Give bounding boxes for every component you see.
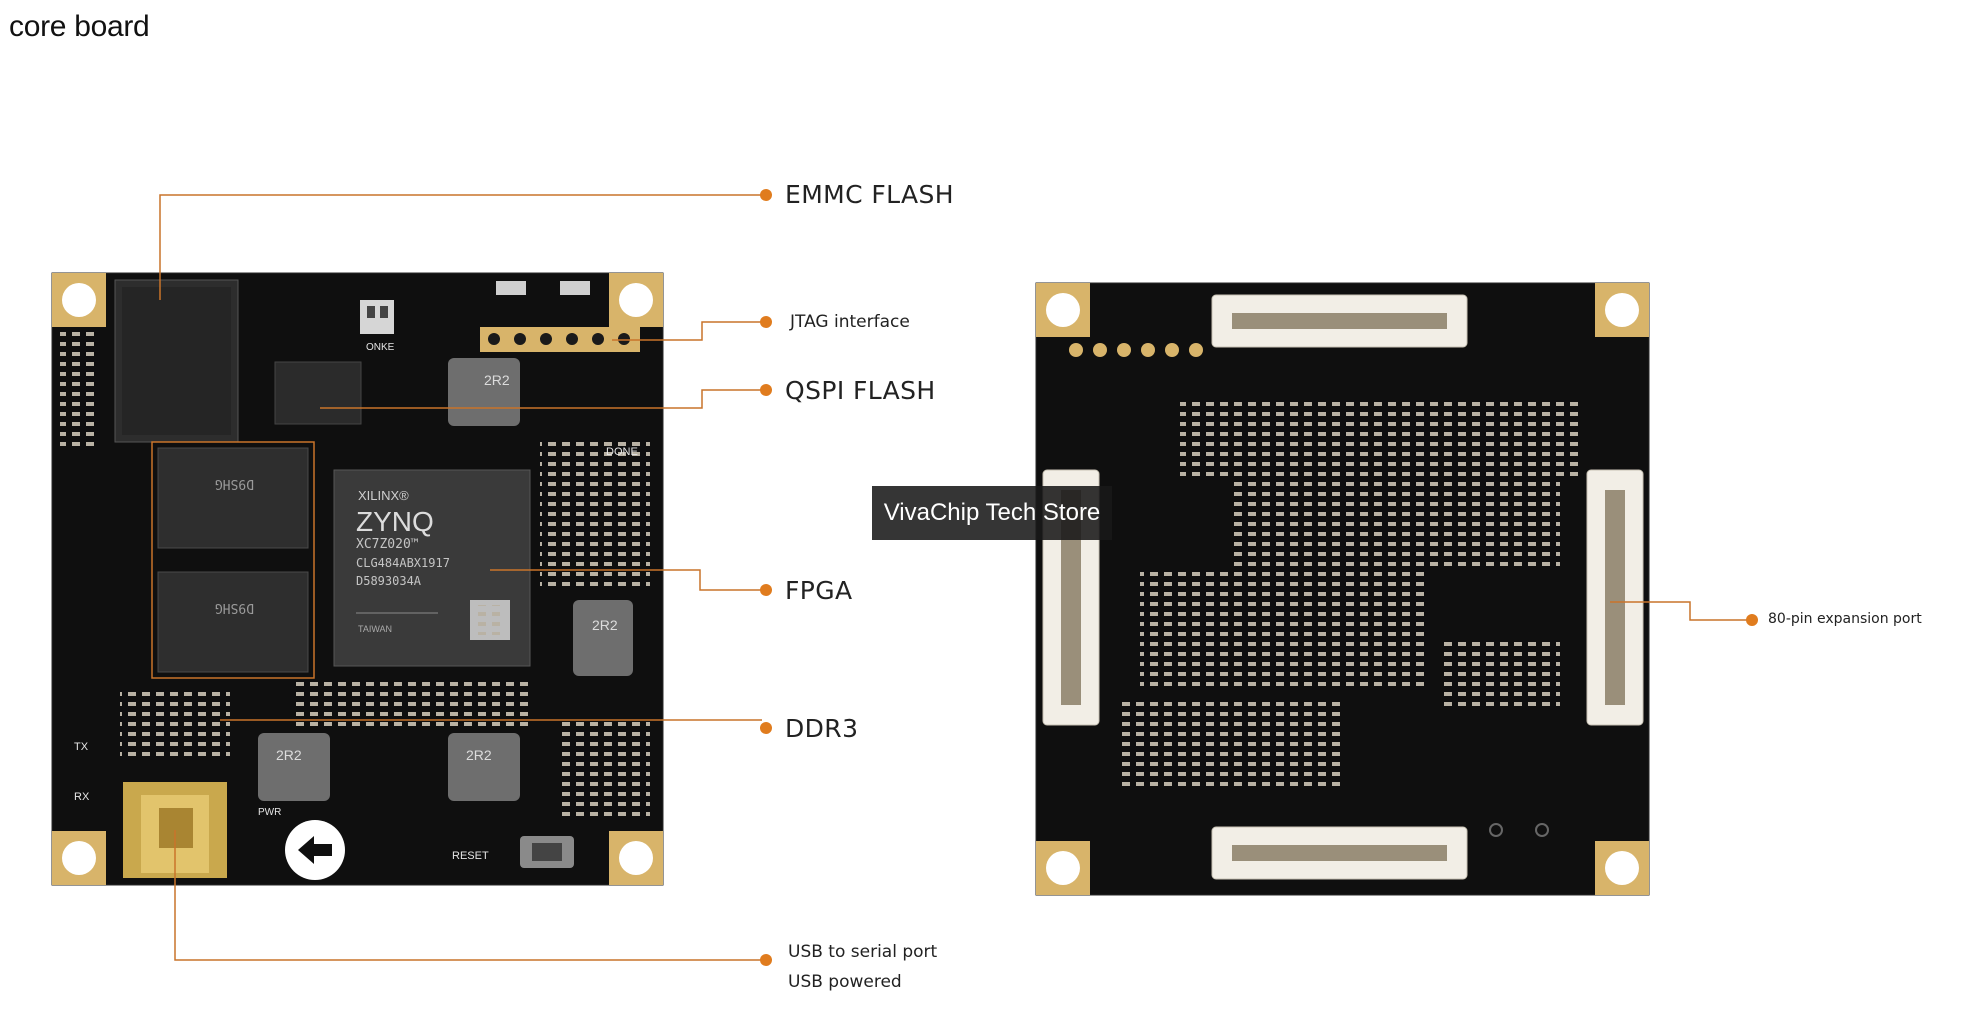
ddr3-chip-1 [157, 447, 309, 549]
callout-dots [760, 189, 1758, 966]
ddr3-marking: D9SHG [215, 600, 254, 615]
mounting-hole [52, 273, 663, 885]
ddr3-marking: D9SHG [215, 476, 254, 491]
inductor [258, 358, 633, 801]
inductor-marking: 2R2 [276, 747, 302, 763]
fpga-lot: D5893034A [356, 574, 422, 588]
silk-pwr: PWR [258, 807, 281, 818]
silk-rx: RX [74, 791, 90, 803]
emmc-leader [159, 194, 762, 300]
fpga-family: ZYNQ [356, 506, 434, 537]
expansion-leader [1610, 601, 1748, 621]
fpga-brand: XILINX® [358, 488, 409, 503]
silk-onke: ONKE [366, 342, 395, 353]
inductor-marking: 2R2 [484, 372, 510, 388]
store-watermark: VivaChip Tech Store [872, 486, 1112, 540]
label-jtag-interface: JTAG interface [790, 312, 910, 332]
label-expansion-port: 80-pin expansion port [1768, 611, 1922, 627]
label-qspi-flash: QSPI FLASH [785, 376, 936, 405]
silk-done: DONE [606, 446, 638, 458]
fpga-origin: TAIWAN [358, 624, 392, 634]
label-fpga: FPGA [785, 576, 853, 605]
qspi-leader [320, 389, 762, 409]
ddr3-chip-2 [157, 571, 309, 673]
dip-switch [360, 300, 394, 334]
page-title: core board [9, 10, 150, 43]
back-board [1035, 282, 1650, 896]
label-ddr3: DDR3 [785, 714, 859, 743]
jtag-leader [612, 321, 762, 341]
label-emmc-flash: EMMC FLASH [785, 180, 954, 209]
mounting-hole [1036, 283, 1649, 895]
fpga-part: XC7Z020™ [356, 537, 419, 552]
fpga-package: CLG484ABX1917 [356, 556, 450, 570]
silk-tx: TX [74, 741, 89, 753]
label-usb-powered: USB powered [788, 972, 902, 992]
label-usb-to-serial: USB to serial port [788, 942, 938, 962]
callout-lines [159, 194, 1748, 961]
inductor-marking: 2R2 [592, 617, 618, 633]
inductor-marking: 2R2 [466, 747, 492, 763]
fpga-leader [490, 569, 762, 591]
front-board: D9SHG D9SHG XILINX® ZYNQ XC7Z020™ CLG484… [51, 272, 664, 886]
qspi-chip [274, 361, 362, 425]
usb-leader [174, 830, 762, 961]
silk-reset: RESET [452, 850, 489, 862]
